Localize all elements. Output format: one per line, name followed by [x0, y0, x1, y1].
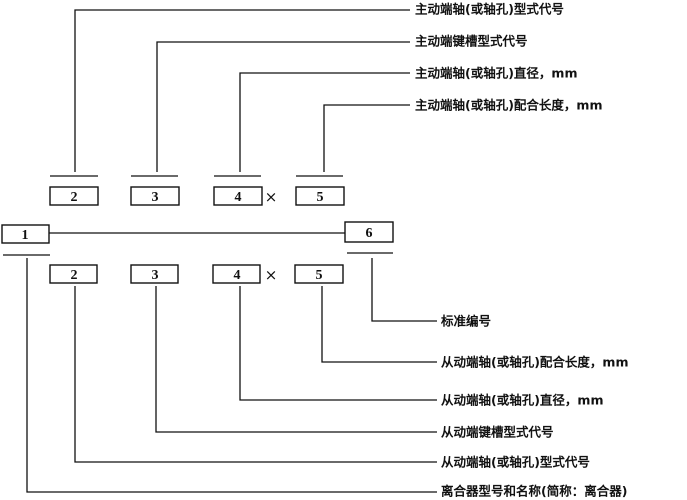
label-driving-keyway-type: 主动端键槽型式代号 — [415, 34, 528, 49]
driving-boxes: 2 3 4 × 5 — [49, 186, 345, 206]
box-2-top: 2 — [71, 190, 78, 205]
label-driven-fit-length: 从动端轴(或轴孔)配合长度，mm — [441, 355, 628, 370]
box-5-top: 5 — [317, 190, 324, 205]
label-clutch-model: 离合器型号和名称(简称：离合器) — [441, 484, 627, 499]
driven-boxes: 2 3 4 × 5 — [49, 264, 344, 284]
box-6: 6 — [366, 226, 373, 241]
label-driven-shaft-type: 从动端轴(或轴孔)型式代号 — [441, 455, 590, 470]
label-driving-fit-length: 主动端轴(或轴孔)配合长度，mm — [415, 98, 602, 113]
times-sign-bottom: × — [265, 266, 278, 284]
box-4-top: 4 — [235, 190, 242, 205]
label-driving-shaft-type: 主动端轴(或轴孔)型式代号 — [415, 2, 564, 17]
label-standard-number: 标准编号 — [440, 314, 491, 329]
times-sign-top: × — [265, 188, 278, 206]
box-1: 1 — [22, 228, 29, 243]
label-driving-diameter: 主动端轴(或轴孔)直径，mm — [415, 66, 577, 81]
label-driven-diameter: 从动端轴(或轴孔)直径，mm — [441, 393, 603, 408]
box-5-bottom: 5 — [316, 268, 323, 283]
label-driven-keyway-type: 从动端键槽型式代号 — [441, 425, 554, 440]
driven-leaders — [26, 258, 437, 493]
box-4-bottom: 4 — [234, 268, 241, 283]
box-3-top: 3 — [152, 190, 159, 205]
driving-leaders — [50, 9, 410, 177]
box-3-bottom: 3 — [152, 268, 159, 283]
box-2-bottom: 2 — [71, 268, 78, 283]
